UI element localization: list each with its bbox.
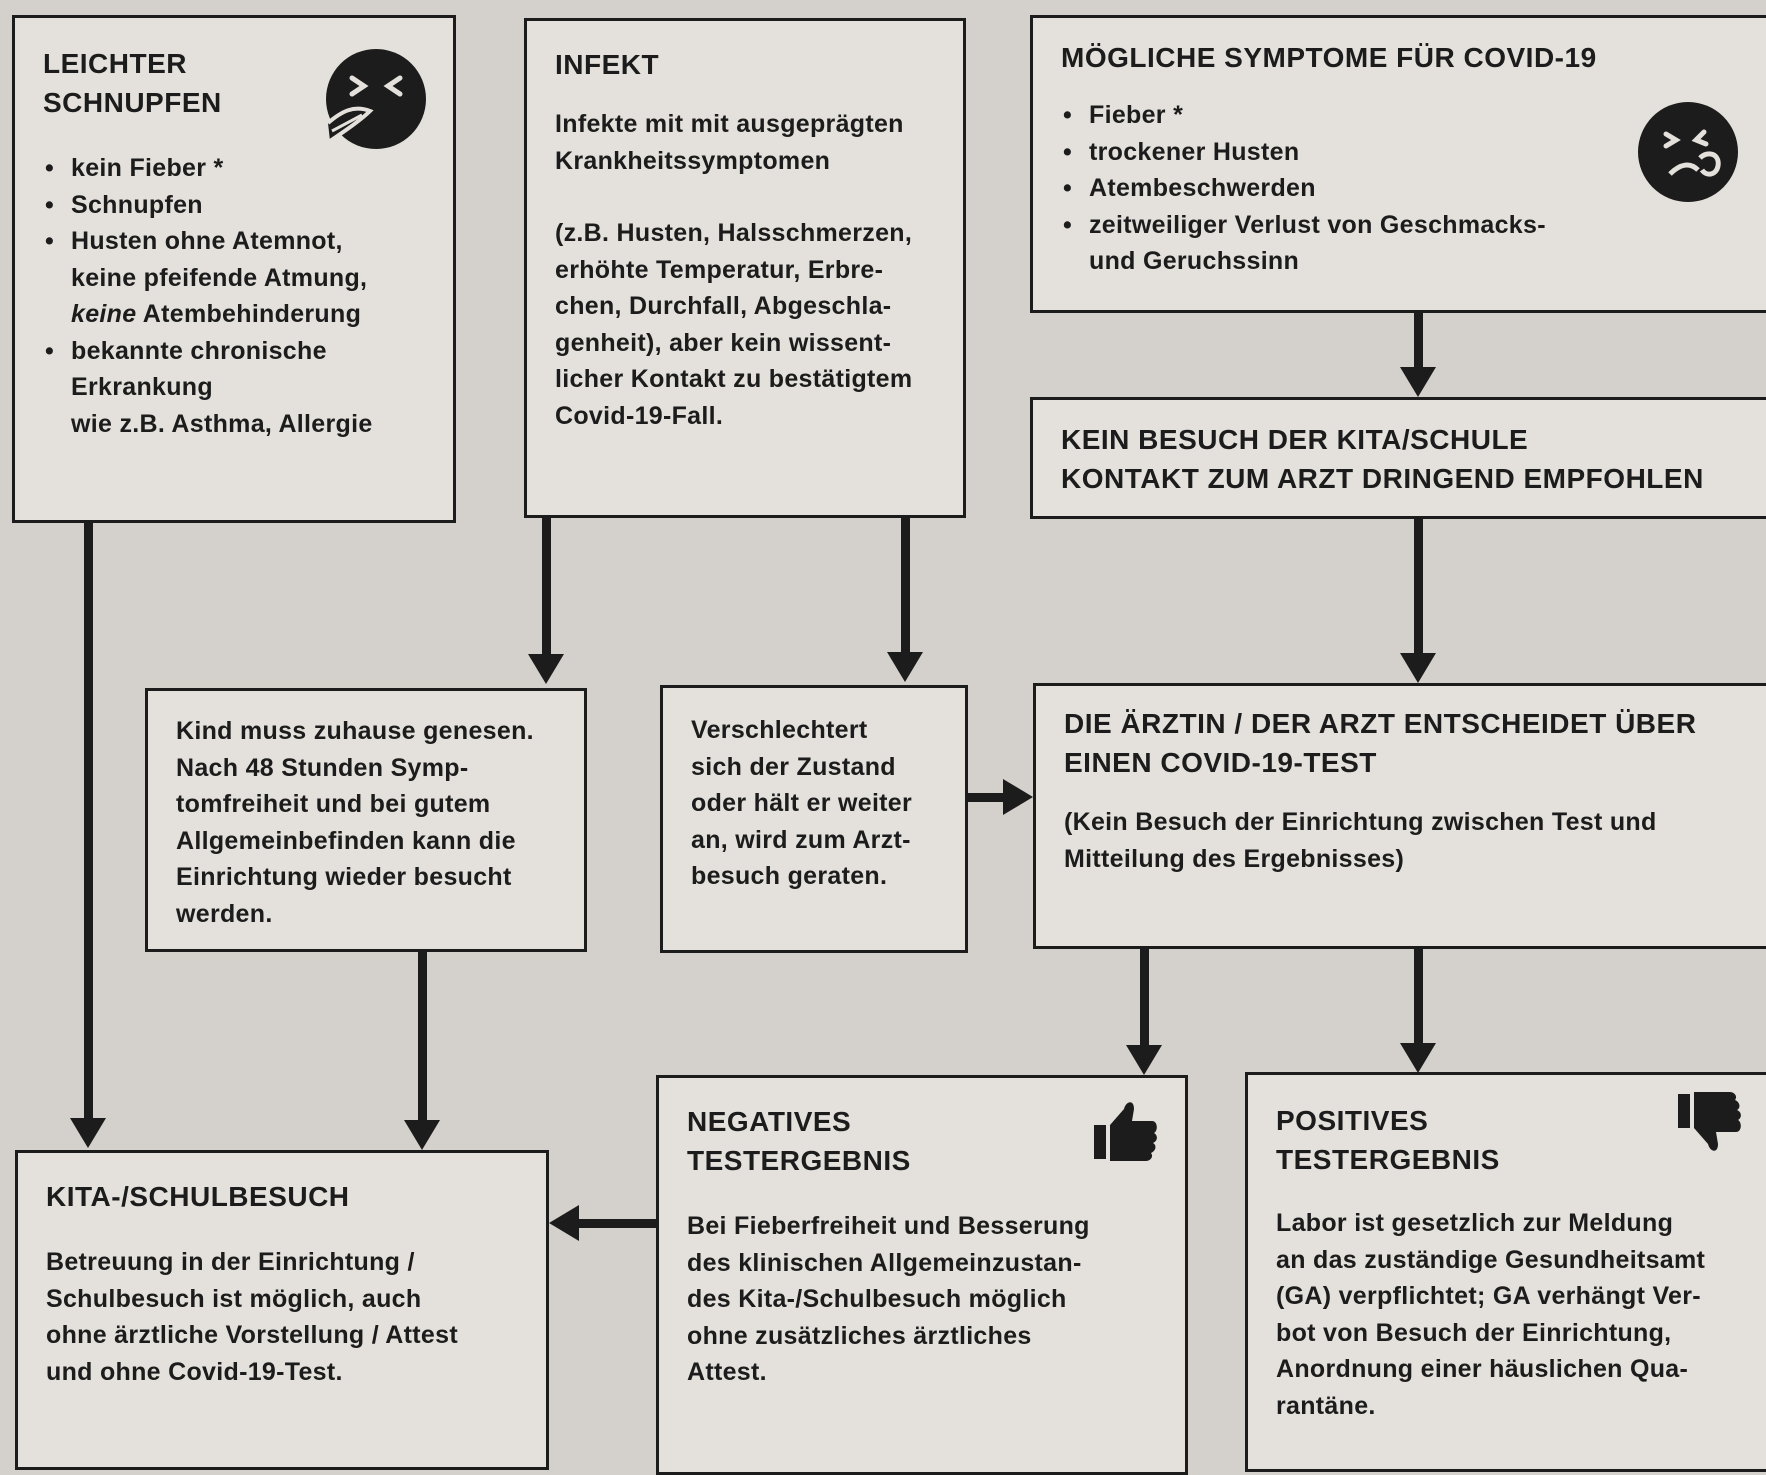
box-kita-schulbesuch: KITA-/SCHULBESUCH Betreuung in der Einri… <box>15 1150 549 1470</box>
connector-line <box>542 518 551 654</box>
list-item-text: Husten ohne Atemnot, keine pfeifende Atm… <box>71 227 368 292</box>
box-text: Bei Fieberfreiheit und Besserung des kli… <box>687 1212 1090 1386</box>
box-title: INFEKT <box>555 49 660 80</box>
arrow-head <box>1400 653 1436 683</box>
box-verschlechtert: Verschlechtert sich der Zustand oder häl… <box>660 685 968 953</box>
arrow-head <box>528 654 564 684</box>
list-item: Schnupfen <box>43 187 429 224</box>
box-positives-testergebnis: POSITIVES TESTERGEBNIS Labor ist gesetzl… <box>1245 1072 1766 1472</box>
box-text: Labor ist gesetzlich zur Meldung an das … <box>1276 1209 1706 1420</box>
list-item: Fieber * <box>1061 97 1749 134</box>
arrow-head <box>1126 1045 1162 1075</box>
symptom-list: kein Fieber * Schnupfen Husten ohne Atem… <box>43 150 429 442</box>
connector-line <box>84 523 93 1118</box>
box-title: KITA-/SCHULBESUCH <box>46 1181 350 1212</box>
box-text: Verschlechtert sich der Zustand oder häl… <box>691 716 913 890</box>
box-zuhause-genesen: Kind muss zuhause genesen. Nach 48 Stund… <box>145 688 587 952</box>
arrow-head <box>1400 1043 1436 1073</box>
connector-line <box>1414 313 1423 368</box>
arrow-head <box>70 1118 106 1148</box>
box-text: (z.B. Husten, Halsschmerzen, erhöhte Tem… <box>555 219 913 430</box>
box-title: POSITIVES TESTERGEBNIS <box>1276 1105 1500 1175</box>
list-item: kein Fieber * <box>43 150 429 187</box>
connector-line <box>578 1219 656 1228</box>
list-item: zeitweiliger Verlust von Geschmacks- und… <box>1061 207 1749 280</box>
box-text: Kind muss zuhause genesen. Nach 48 Stund… <box>176 717 534 928</box>
box-kein-besuch: KEIN BESUCH DER KITA/SCHULE KONTAKT ZUM … <box>1030 397 1766 519</box>
connector-line <box>418 952 427 1120</box>
arrow-head <box>1400 367 1436 397</box>
box-title: KEIN BESUCH DER KITA/SCHULE KONTAKT ZUM … <box>1061 424 1704 494</box>
list-item: bekannte chronische Erkrankung wie z.B. … <box>43 333 429 443</box>
thumbs-up-icon <box>1094 1102 1157 1161</box>
list-item-text: Atembehinderung <box>136 300 362 328</box>
box-infekt: INFEKT Infekte mit mit ausgeprägten Kran… <box>524 18 966 518</box>
box-text: Betreuung in der Einrichtung / Schulbesu… <box>46 1248 458 1386</box>
box-title: DIE ÄRZTIN / DER ARZT ENTSCHEIDET ÜBER E… <box>1064 708 1697 778</box>
connector-line <box>1414 519 1423 653</box>
arrow-head <box>1003 779 1033 815</box>
box-title: LEICHTER SCHNUPFEN <box>43 48 222 118</box>
box-title: NEGATIVES TESTERGEBNIS <box>687 1106 911 1176</box>
connector-line <box>1414 949 1423 1043</box>
connector-line <box>968 793 1004 802</box>
arrow-head <box>549 1205 579 1241</box>
list-item: trockener Husten <box>1061 134 1749 171</box>
connector-line <box>901 518 910 652</box>
box-text: Infekte mit mit ausgeprägten Krankheitss… <box>555 110 904 175</box>
list-item: Atembeschwerden <box>1061 170 1749 207</box>
box-arzt-entscheidet: DIE ÄRZTIN / DER ARZT ENTSCHEIDET ÜBER E… <box>1033 683 1766 949</box>
box-text: (Kein Besuch der Einrichtung zwischen Te… <box>1064 808 1657 873</box>
symptom-list: Fieber * trockener Husten Atembeschwerde… <box>1061 97 1749 280</box>
arrow-head <box>404 1120 440 1150</box>
sneezing-face-icon <box>326 49 426 149</box>
coughing-face-icon <box>1638 102 1738 202</box>
list-item: Husten ohne Atemnot, keine pfeifende Atm… <box>43 223 429 333</box>
connector-line <box>1140 949 1149 1045</box>
box-title: MÖGLICHE SYMPTOME FÜR COVID-19 <box>1061 42 1597 73</box>
thumbs-down-icon <box>1678 1092 1741 1151</box>
emphasis-text: keine <box>71 300 137 328</box>
arrow-head <box>887 652 923 682</box>
